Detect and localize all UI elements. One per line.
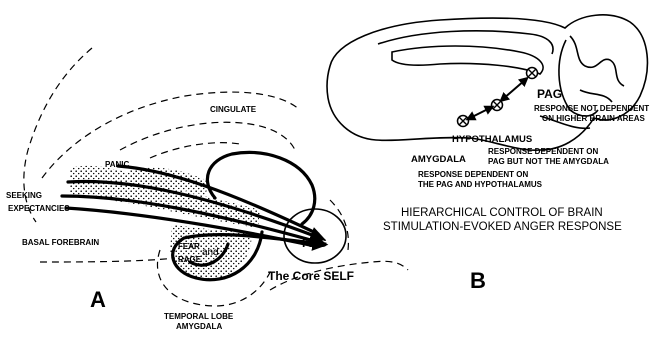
panel-b: PAG RESPONSE NOT DEPENDENT ON HIGHER BRA… [327,15,649,293]
stim-site-pag [527,68,538,79]
core-self-label: The Core SELF [268,269,354,283]
expectancies-label: EXPECTANCIES [8,204,70,213]
panel-b-title-line-1: HIERARCHICAL CONTROL OF BRAIN [401,207,603,219]
stim-site-amygdala [458,116,469,127]
pag-label-b: PAG [537,87,562,101]
amyg-note-line-2: THE PAG AND HYPOTHALAMUS [418,180,543,189]
brain-outline [327,15,647,150]
fear-label: FEAR [178,242,200,251]
and-label: and [202,247,219,258]
amygdala-label-a: AMYGDALA [176,322,222,331]
panic-label: PANIC [105,160,130,169]
amyg-note-line-1: RESPONSE DEPENDENT ON [418,170,528,179]
cingulate-outline-inner [120,122,296,152]
cingulate-outline-outer [42,92,300,178]
panel-b-letter: B [470,268,486,293]
basal-forebrain-label: BASAL FOREBRAIN [22,238,99,247]
hypothalamus-label: HYPOTHALAMUS [452,134,532,145]
panel-b-title-line-2: STIMULATION-EVOKED ANGER RESPONSE [383,221,622,233]
hypothalamus-pag-arrow [503,80,525,99]
hypo-note-line-1: RESPONSE DEPENDENT ON [488,147,598,156]
seeking-label: SEEKING [6,191,42,200]
pag-label-a: PAG [302,236,327,250]
hypo-note-line-2: PAG BUT NOT THE AMYGDALA [488,157,609,166]
temporal-lobe-label: TEMPORAL LOBE [164,312,234,321]
amygdala-hypothalamus-arrow [470,108,490,118]
rage-label: RAGE [178,255,202,264]
panel-a-letter: A [90,287,106,312]
corpus-callosum [392,46,543,74]
pag-note-line-1: RESPONSE NOT DEPENDENT [534,104,649,113]
cingulate-label: CINGULATE [210,105,257,114]
pag-note-line-2: ON HIGHER BRAIN AREAS [542,114,645,123]
cerebellum-folds [570,36,624,102]
stim-site-hypothalamus [492,100,503,111]
panel-a: CINGULATE PANIC SEEKING EXPECTANCIES BAS… [6,48,408,331]
forebrain-outline [40,258,175,262]
amygdala-label-b: AMYGDALA [411,154,466,165]
